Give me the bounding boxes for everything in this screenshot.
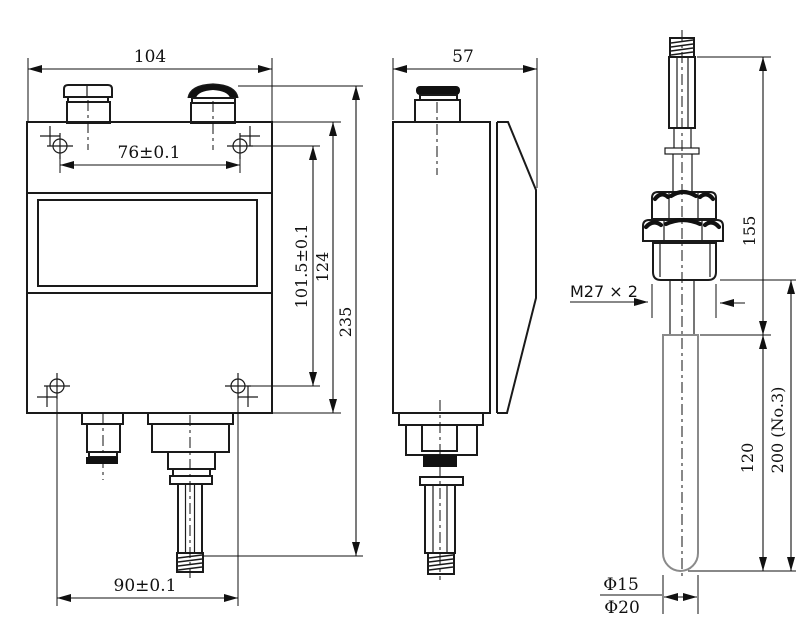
front-gland-left bbox=[63, 84, 113, 150]
side-gland bbox=[414, 86, 461, 175]
side-terminal-cover bbox=[497, 121, 537, 414]
dim-text-hole-span-top: 76±0.1 bbox=[118, 143, 181, 163]
front-mount-hole-bottom-left bbox=[37, 373, 70, 407]
probe-collar bbox=[664, 147, 700, 155]
dim-text-case-height: 124 bbox=[313, 252, 332, 283]
front-view bbox=[26, 83, 273, 578]
dim-text-width: 104 bbox=[134, 47, 166, 67]
front-case-body bbox=[26, 121, 273, 414]
front-mount-hole-top-right bbox=[227, 126, 260, 159]
side-thread-tip bbox=[427, 552, 455, 575]
probe-thread-bushing bbox=[652, 242, 717, 281]
dim-text-thread: M27 × 2 bbox=[570, 282, 638, 301]
probe-sheath bbox=[662, 334, 699, 572]
dim-text-hole-span-vertical: 101.5±0.1 bbox=[292, 224, 311, 309]
side-view-dimensions: 57 bbox=[392, 47, 538, 188]
dim-text-overall-height: 235 bbox=[336, 307, 355, 338]
front-mount-hole-bottom-right bbox=[225, 373, 258, 407]
side-capillary-fitting bbox=[398, 400, 484, 580]
side-case-body bbox=[392, 121, 491, 414]
front-gland-right bbox=[187, 83, 239, 150]
side-view bbox=[392, 86, 537, 580]
front-display-window bbox=[37, 199, 258, 287]
dim-text-dia-top: Φ15 bbox=[603, 575, 639, 595]
front-mount-hole-top-left bbox=[40, 126, 73, 159]
diameter-callout: Φ15 Φ20 bbox=[600, 575, 699, 618]
front-view-dimensions: 104 76±0.1 90±0.1 101.5±0.1 124 235 bbox=[27, 47, 363, 606]
probe-hex-nut-lower bbox=[642, 217, 724, 242]
probe-view bbox=[642, 30, 724, 578]
dim-text-depth: 57 bbox=[452, 47, 474, 67]
front-connector-left bbox=[81, 412, 124, 480]
dim-text-sheath-length: 120 bbox=[738, 443, 757, 474]
dim-text-total-length: 200 (No.3) bbox=[768, 387, 787, 474]
dim-text-hole-span-bottom: 90±0.1 bbox=[114, 576, 177, 596]
front-capillary-fitting bbox=[147, 412, 234, 578]
probe-hex-nut-upper bbox=[651, 189, 717, 220]
probe-view-dimensions: 155 120 200 (No.3) M27 × 2 Φ15 Φ20 bbox=[570, 56, 796, 618]
dim-text-dia-bottom: Φ20 bbox=[604, 598, 640, 618]
thread-callout: M27 × 2 bbox=[570, 282, 745, 318]
probe-stem bbox=[664, 56, 700, 191]
dim-text-upper-length: 155 bbox=[740, 216, 759, 247]
